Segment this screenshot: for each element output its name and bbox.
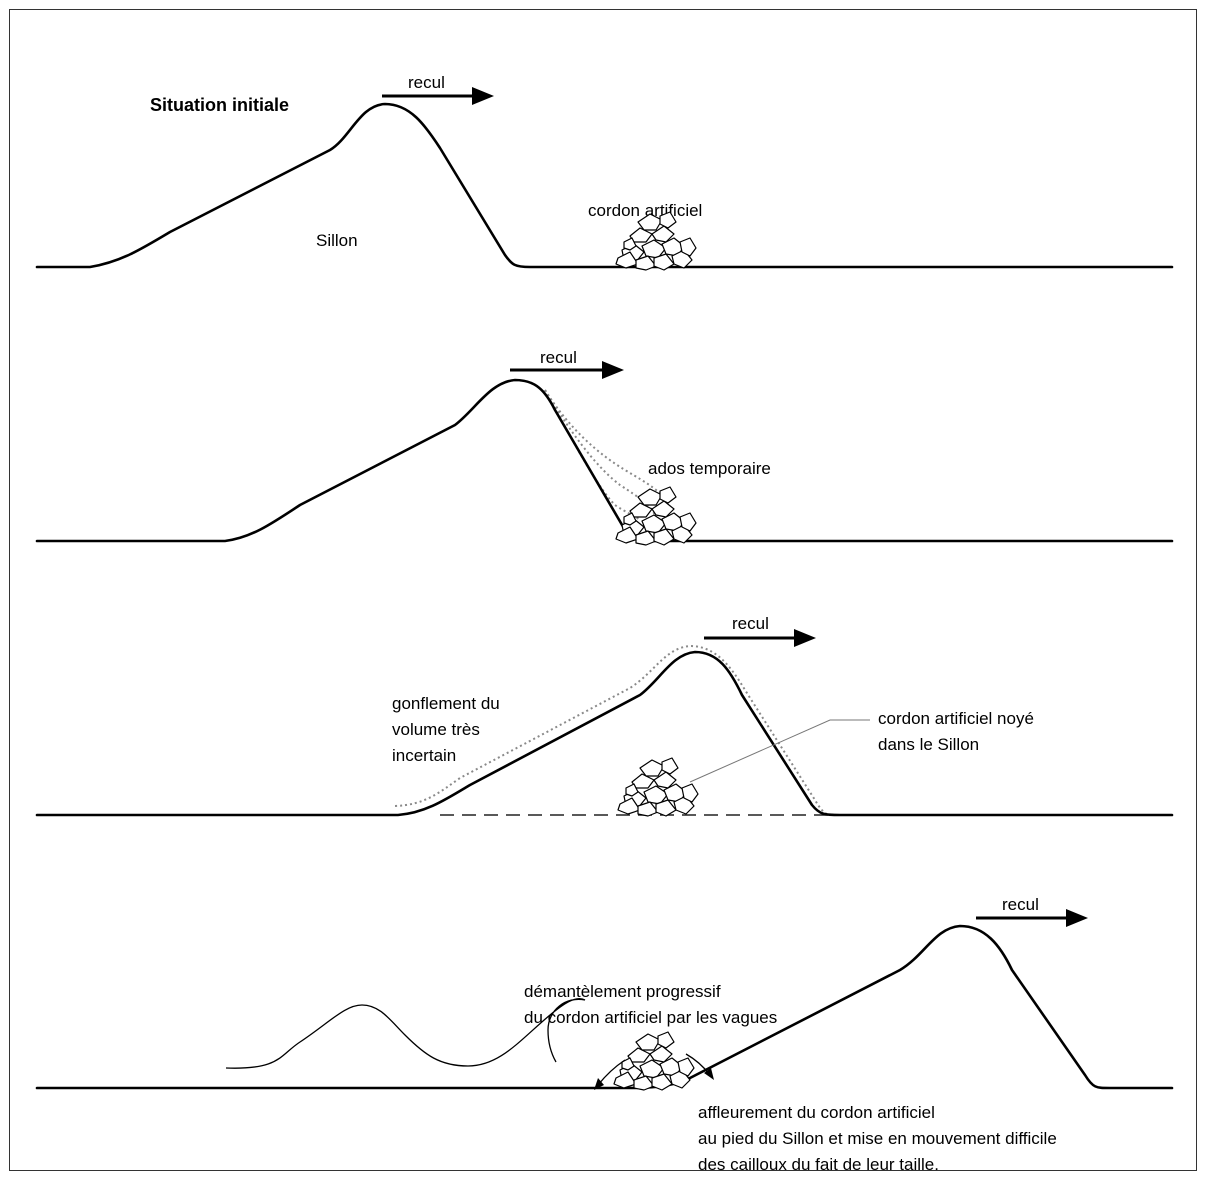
demantelement-line-2: du cordon artificiel par les vagues: [524, 1008, 777, 1027]
ados-label: ados temporaire: [648, 459, 771, 478]
cordon-noye-leader: [689, 719, 870, 783]
panel-2: recul ados temporaire: [35, 348, 1174, 546]
figure-frame: [9, 9, 1197, 1171]
affleurement-line-1: affleurement du cordon artificiel: [698, 1103, 935, 1122]
gonflement-line-2: volume très: [392, 720, 480, 739]
panel-1-title: Situation initiale: [150, 95, 289, 115]
sillon-profile-1: [35, 102, 1174, 269]
demantelement-line-1: démantèlement progressif: [524, 982, 721, 1001]
cordon-artificiel-4: [613, 1031, 695, 1091]
panel-4: recul démantèlement progressif du cordon…: [35, 895, 1174, 1174]
ados-dotted-inner: [544, 389, 641, 521]
ados-dotted-outer: [544, 389, 669, 506]
affleurement-line-2: au pied du Sillon et mise en mouvement d…: [698, 1129, 1057, 1148]
affleurement-line-3: des cailloux du fait de leur taille.: [698, 1155, 939, 1174]
gonflement-line-3: incertain: [392, 746, 456, 765]
recul-arrow-1: recul: [382, 73, 494, 105]
cordon-noye-line-2: dans le Sillon: [878, 735, 979, 754]
panel-3: recul gonflement du volume très incertai…: [35, 614, 1174, 817]
cordon-artificiel-3: [617, 757, 699, 817]
move-right-arrow-icon: [685, 1053, 714, 1080]
sillon-profile-2: [35, 378, 1174, 543]
cordon-artificiel-1: [615, 211, 697, 271]
move-left-arrow-icon: [594, 1059, 626, 1090]
recul-arrow-3: recul: [704, 614, 816, 647]
sillon-profile-4: [35, 924, 1174, 1090]
cordon-artificiel-2: [615, 486, 697, 546]
panel-1: Situation initiale recul Sillon cordon a…: [35, 73, 1174, 271]
cordon-label-1: cordon artificiel: [588, 201, 702, 220]
recul-label-3: recul: [732, 614, 769, 633]
gonflement-dotted: [394, 644, 833, 816]
recul-label-2: recul: [540, 348, 577, 367]
sillon-label: Sillon: [316, 231, 358, 250]
ados-dotted-middle: [544, 389, 656, 516]
cordon-noye-line-1: cordon artificiel noyé: [878, 709, 1034, 728]
recul-arrow-4: recul: [976, 895, 1088, 927]
recul-label-4: recul: [1002, 895, 1039, 914]
recul-arrow-2: recul: [510, 348, 624, 379]
recul-label-1: recul: [408, 73, 445, 92]
sillon-profile-3: [35, 650, 1174, 817]
gonflement-line-1: gonflement du: [392, 694, 500, 713]
vague-icon: [225, 998, 586, 1069]
